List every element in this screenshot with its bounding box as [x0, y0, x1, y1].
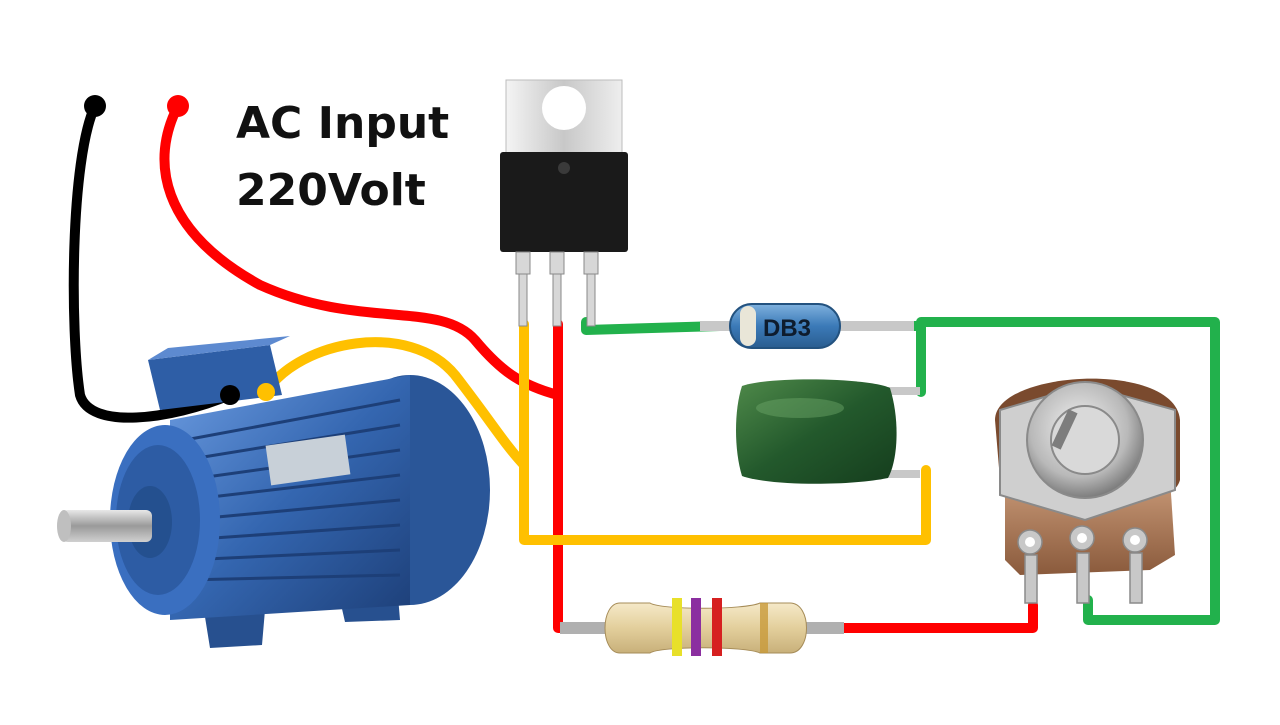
capacitor-icon — [736, 379, 920, 484]
wire-red-main — [553, 319, 605, 633]
triac-icon — [500, 79, 628, 327]
potentiometer-icon — [995, 378, 1180, 604]
diac-icon: DB3 — [700, 303, 914, 349]
wires — [68, 101, 1220, 633]
diac-label: DB3 — [763, 315, 811, 342]
ac-input-label: AC Input — [236, 98, 449, 149]
ac-terminal-red-icon — [167, 95, 189, 117]
voltage-label: 220Volt — [236, 165, 426, 216]
motor-icon — [57, 336, 490, 648]
resistor-band-1 — [672, 598, 682, 656]
wire-green-pot — [916, 317, 1220, 625]
wire-green-gate — [581, 317, 725, 335]
wire-red-ac — [159, 101, 563, 400]
ac-terminal-black-icon — [84, 95, 106, 117]
resistor-band-2 — [691, 598, 701, 656]
resistor-icon — [560, 598, 844, 656]
wire-black-ac — [68, 101, 235, 423]
wire-yellow-motor — [261, 337, 529, 470]
wire-yellow-loop — [519, 319, 931, 545]
wire-red-pot — [831, 600, 1038, 633]
resistor-band-3 — [712, 598, 722, 656]
